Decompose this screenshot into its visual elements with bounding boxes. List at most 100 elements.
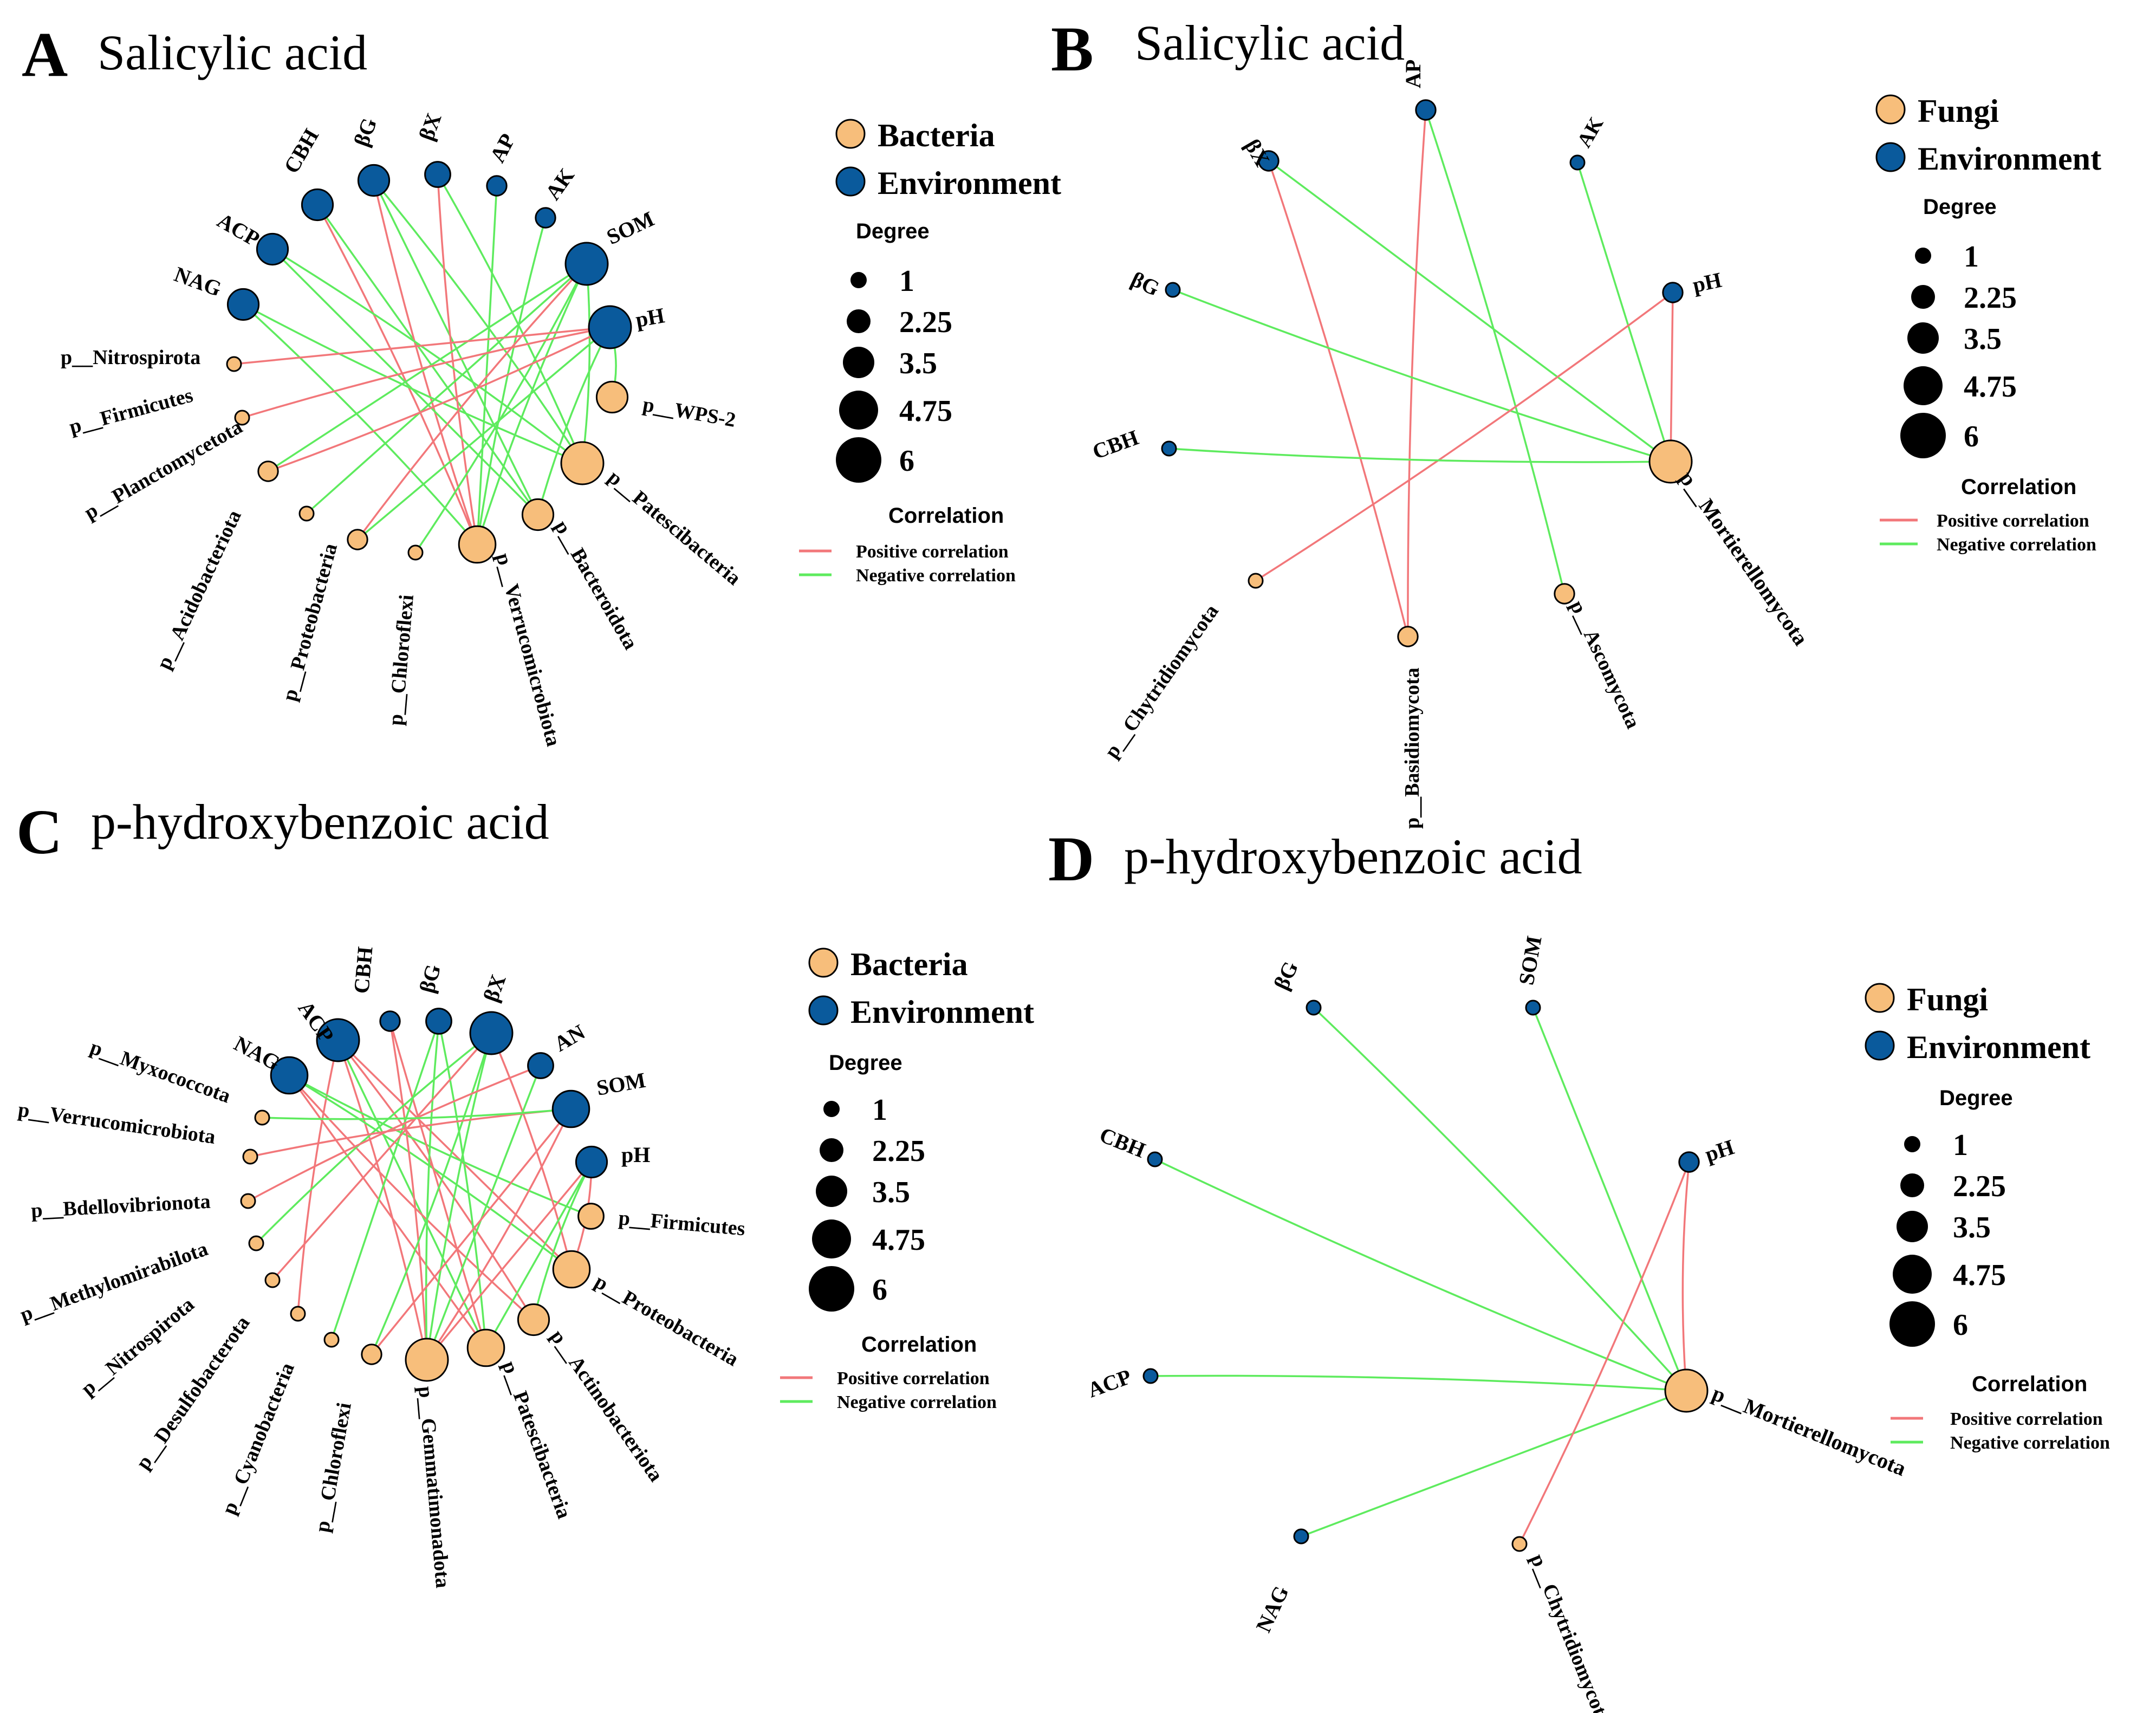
degree-size-dot — [1907, 322, 1939, 354]
node-label: AK — [1573, 113, 1608, 152]
legend-degree-title: Degree — [1923, 195, 1997, 219]
negative-correlation-edge — [476, 217, 547, 545]
degree-scale: 12.253.54.756 — [836, 264, 952, 483]
legend-positive-label: Positive correlation — [1937, 511, 2089, 531]
node-label: p__Gemmatimonadota — [414, 1385, 454, 1589]
node-label: p__Actinobacteriota — [546, 1326, 667, 1486]
taxon-node — [1511, 1536, 1528, 1552]
node-label: pH — [634, 303, 666, 332]
legend-group1-swatch — [808, 948, 839, 978]
degree-value-label: 3.5 — [1953, 1211, 1991, 1244]
node-label: AP — [1401, 60, 1425, 88]
legend-group2-swatch — [808, 995, 839, 1026]
positive-correlation-edge — [1255, 291, 1674, 582]
positive-correlation-edge — [271, 1032, 492, 1281]
node-label: βG — [1127, 267, 1163, 301]
taxon-node — [248, 1235, 264, 1251]
taxon-node — [242, 1149, 258, 1165]
degree-scale: 12.253.54.756 — [809, 1093, 925, 1312]
environment-node — [1525, 1000, 1541, 1016]
degree-size-dot — [1904, 1136, 1920, 1152]
positive-correlation-edge — [426, 1161, 593, 1361]
degree-scale: 12.253.54.756 — [1889, 1128, 2006, 1347]
positive-correlation-edge — [371, 1108, 572, 1355]
degree-size-dot — [1889, 1301, 1935, 1347]
legend-degree-title: Degree — [1939, 1086, 2013, 1110]
node-label: p__Nitrospirota — [77, 1293, 199, 1400]
degree-value-label: 1 — [899, 264, 914, 298]
negative-correlation-edge — [1301, 1390, 1687, 1537]
legend-positive-label: Positive correlation — [856, 542, 1009, 562]
positive-correlation-edge — [426, 1108, 572, 1360]
negative-correlation-edge — [306, 263, 588, 515]
node-label: SOM — [1514, 934, 1547, 987]
environment-node — [1258, 150, 1280, 172]
negative-correlation-edge — [1168, 447, 1671, 463]
legend-group2-swatch — [1875, 142, 1906, 172]
legend-negative-label: Negative correlation — [837, 1392, 997, 1412]
edges-layer — [248, 1021, 593, 1361]
positive-correlation-edge — [1670, 292, 1674, 462]
degree-size-dot — [843, 347, 874, 378]
node-label: pH — [1691, 268, 1724, 297]
legend-positive-label: Positive correlation — [837, 1368, 990, 1388]
node-label: βG — [1269, 957, 1303, 993]
taxon-node — [552, 1250, 591, 1289]
positive-correlation-edge — [373, 180, 478, 545]
environment-node — [551, 1089, 590, 1128]
negative-correlation-edge — [426, 1033, 492, 1360]
negative-correlation-edge — [356, 326, 611, 541]
negative-correlation-edge — [532, 1162, 593, 1320]
node-label: p__Cyanobacteria — [217, 1360, 298, 1518]
negative-correlation-edge — [1150, 1374, 1687, 1392]
taxon-node — [1248, 573, 1264, 589]
environment-node — [256, 232, 289, 266]
environment-node — [588, 305, 632, 349]
panel-title: Salicylic acid — [98, 25, 367, 80]
taxon-node — [405, 1338, 449, 1382]
legend-positive-label: Positive correlation — [1950, 1409, 2103, 1429]
degree-value-label: 6 — [899, 444, 914, 478]
legend-correlation-title: Correlation — [1961, 475, 2076, 499]
legend-group2-swatch — [1865, 1030, 1895, 1061]
environment-node — [316, 1018, 360, 1062]
negative-correlation-edge — [1532, 1007, 1687, 1391]
positive-correlation-edge — [250, 1108, 572, 1158]
taxon-node — [240, 1193, 256, 1209]
taxon-node — [298, 505, 315, 522]
node-label: CBH — [1089, 425, 1142, 464]
degree-value-label: 1 — [872, 1093, 887, 1127]
degree-size-dot — [1904, 366, 1943, 405]
legend-group2-label: Environment — [1918, 141, 2101, 177]
node-label: p__Basidiomycota — [1401, 667, 1424, 829]
panel-title: p-hydroxybenzoic acid — [1124, 829, 1582, 884]
negative-correlation-edge — [289, 1074, 592, 1217]
negative-correlation-edge — [537, 327, 611, 515]
node-label: p__Bdellovibrionota — [30, 1190, 211, 1222]
legend-negative-label: Negative correlation — [856, 566, 1016, 586]
edges-layer — [1150, 1007, 1690, 1545]
degree-value-label: 4.75 — [1953, 1258, 2006, 1292]
negative-correlation-edge — [330, 1021, 440, 1340]
negative-correlation-edge — [1425, 109, 1566, 594]
degree-value-label: 2.25 — [899, 306, 952, 339]
node-label: βX — [478, 971, 510, 1005]
taxon-node — [1648, 439, 1693, 484]
positive-correlation-edge — [288, 1074, 535, 1321]
node-label: SOM — [603, 206, 658, 249]
environment-node — [379, 1010, 401, 1032]
positive-correlation-edge — [337, 1039, 573, 1270]
legend-group1-label: Fungi — [1907, 982, 1988, 1017]
negative-correlation-edge — [581, 263, 591, 464]
edges-layer — [233, 174, 617, 553]
degree-size-dot — [1897, 1211, 1928, 1242]
legend-group2-label: Environment — [878, 165, 1061, 201]
environment-node — [575, 1145, 608, 1179]
degree-size-dot — [812, 1219, 851, 1258]
degree-size-dot — [1900, 413, 1946, 458]
node-label: p__Chloroflexi — [384, 594, 418, 726]
